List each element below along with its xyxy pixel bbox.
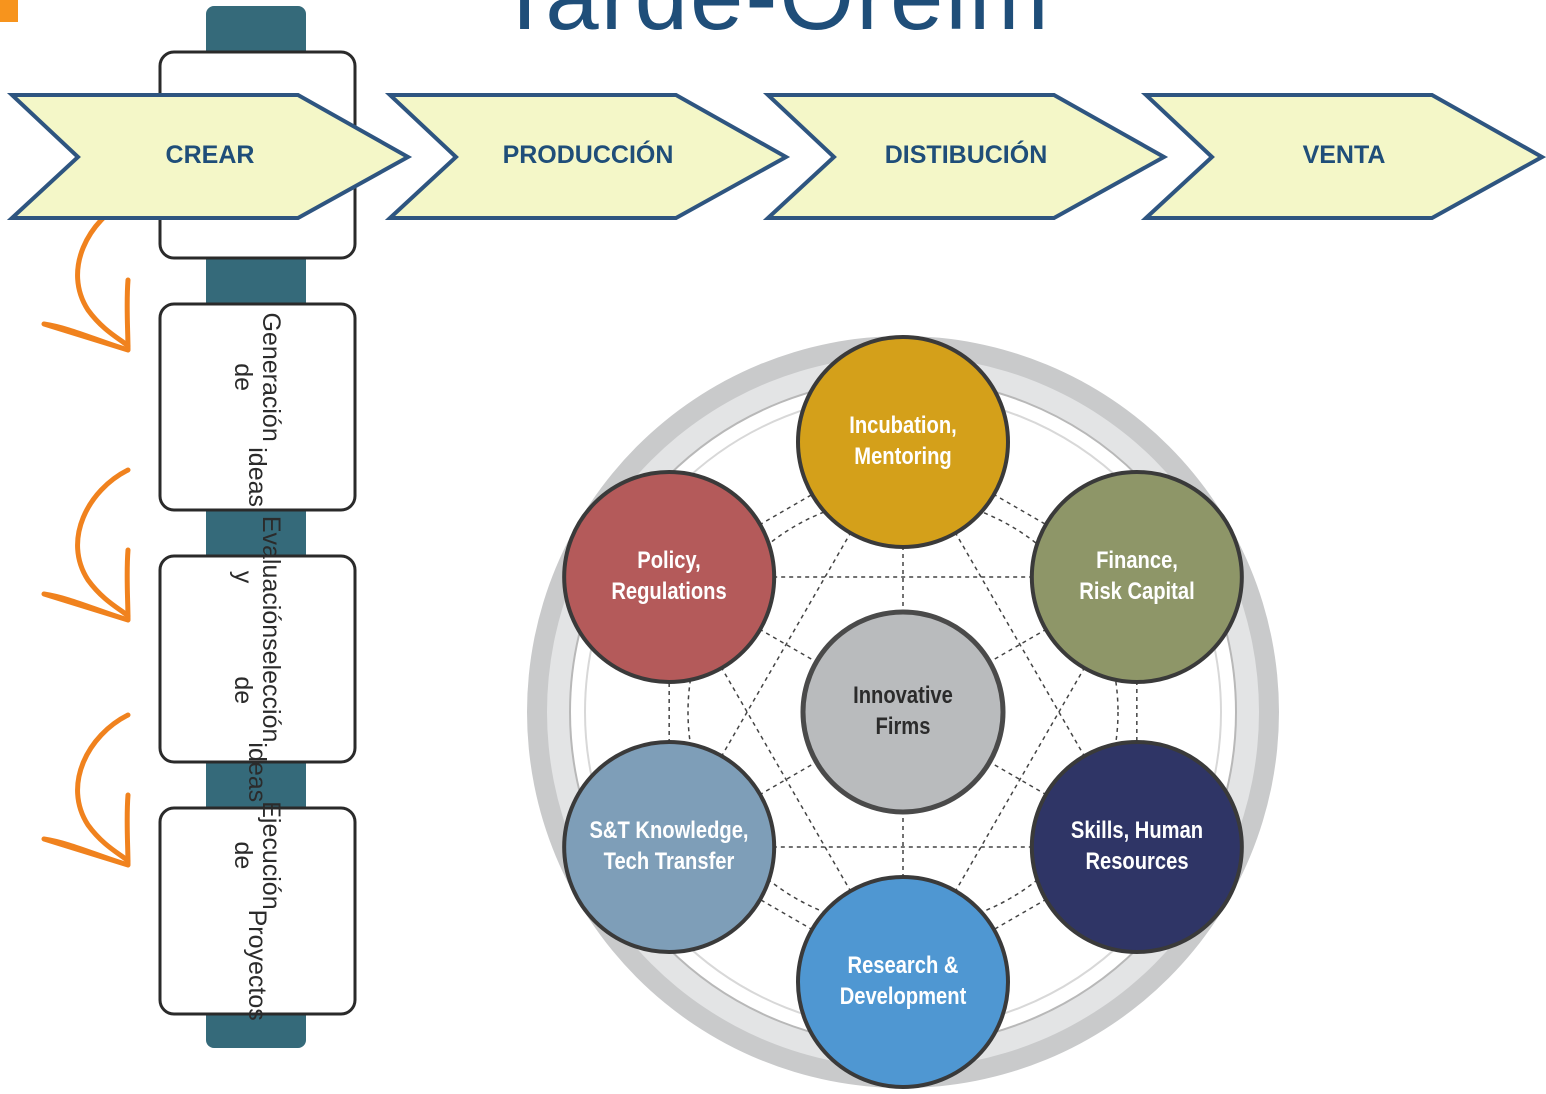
chevron-stage [1140,93,1546,220]
chevron-stage [6,93,413,220]
chevron-stage [762,93,1169,220]
chevron-stage-label: DISTIBUCIÓN [884,141,1048,169]
ecosystem-node-label: S&T Knowledge,Tech Transfer [589,817,749,875]
process-flow [41,6,357,1048]
ecosystem-node-label: Policy,Regulations [611,547,727,605]
process-step-box [158,806,357,1016]
ecosystem-node [562,470,777,684]
ecosystem-node [1029,740,1244,954]
process-step-box [158,554,357,764]
curved-arrow-icon [41,712,131,868]
chevron-stage [384,93,791,220]
process-bar [206,6,306,1048]
ecosystem-node [796,875,1010,1089]
chevron-stage-label: VENTA [1302,141,1386,169]
chevron-stage-label: CREAR [165,141,255,169]
center-node [800,609,1006,815]
value-chain [6,93,1546,220]
connector-line [668,441,904,848]
ecosystem-node-label: Finance,Risk Capital [1079,547,1195,605]
process-step-box [158,302,357,512]
connector-line [902,576,1138,983]
ecosystem-node [796,335,1010,549]
page-title: Tarde-Orélm [0,0,1546,52]
connector-line [668,576,904,983]
ecosystem-node [1029,470,1244,684]
corner-accent [0,0,18,22]
ecosystem-node [562,740,777,954]
connector-line [902,441,1138,848]
ecosystem-node-label: Incubation,Mentoring [849,412,957,470]
ecosystem-diagram [527,335,1279,1089]
curved-arrow-icon [41,467,131,623]
ecosystem-node-label: Research &Development [839,952,967,1010]
chevron-stage-label: PRODUCCIÓN [502,141,674,169]
